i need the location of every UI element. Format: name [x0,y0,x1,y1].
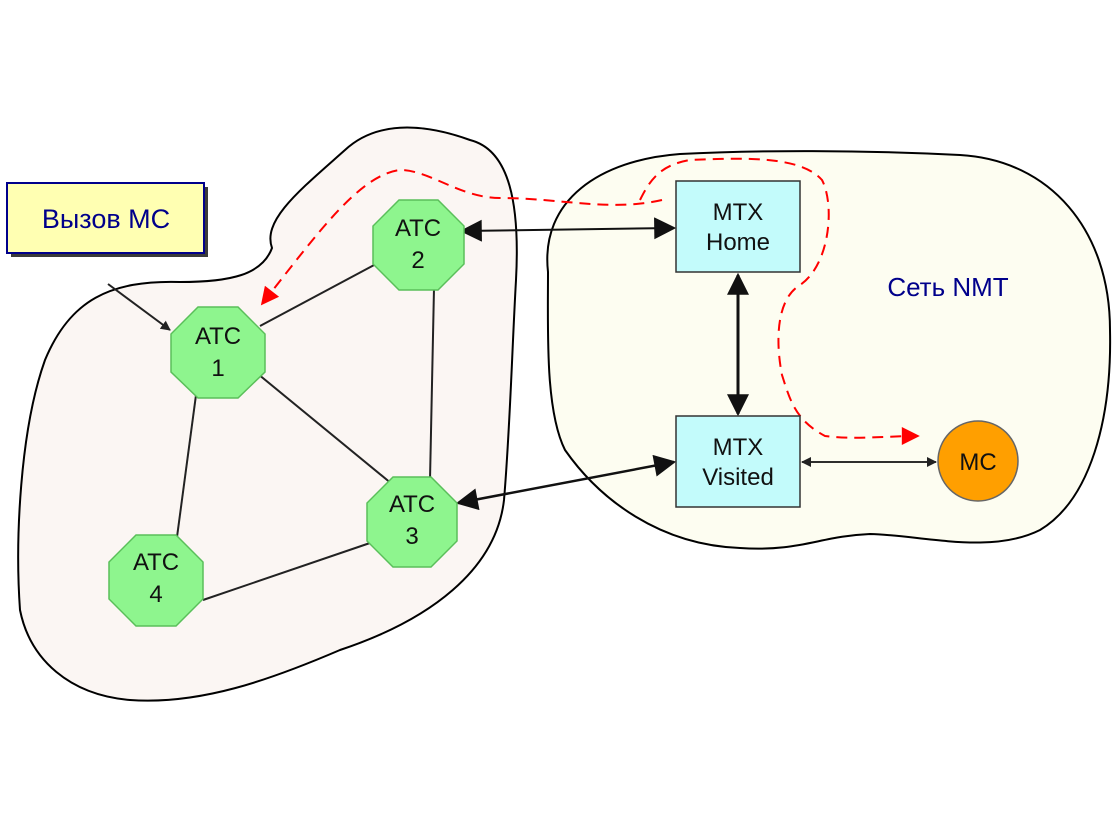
mobile-station-label: МС [959,449,996,476]
call-box: Вызов МС [6,182,208,257]
link-atc3-atc4 [202,542,371,601]
atc-1-label: АТС [195,323,241,350]
mtx-visited-subtitle: Visited [702,464,774,491]
atc-node-1: АТС 1 [170,306,266,399]
link-atc3-mtx-visited [455,454,677,511]
atc-2-number: 2 [411,247,424,274]
mtx-visited: MTX Visited [675,415,801,508]
atc-2-label: АТС [395,215,441,242]
link-atc1-atc4 [176,394,197,538]
incoming-call-arrow [107,283,171,331]
atc-3-number: 3 [405,523,418,550]
call-box-label: Вызов МС [42,204,170,234]
mobile-station: МС [937,420,1019,502]
call-route-to-atc1 [260,168,663,306]
link-atc1-atc3 [257,373,393,485]
atc-1-number: 1 [211,355,224,382]
atc-4-number: 4 [149,581,162,608]
link-atc2-mtx-home [459,217,677,242]
link-atc2-atc3 [429,287,435,481]
atc-node-3: АТС 3 [366,476,458,568]
link-atc1-atc2 [259,263,377,327]
atc-node-4: АТС 4 [108,534,204,627]
atc-4-label: АТС [133,549,179,576]
nmt-network-label: Сеть NMT [887,272,1008,302]
atc-3-label: АТС [389,491,435,518]
mtx-visited-title: MTX [713,434,764,461]
mtx-home: MTX Home [675,180,801,273]
mtx-home-subtitle: Home [706,229,770,256]
call-route-to-ms [639,157,920,446]
atc-node-2: АТС 2 [372,199,465,291]
mtx-home-title: MTX [713,199,764,226]
